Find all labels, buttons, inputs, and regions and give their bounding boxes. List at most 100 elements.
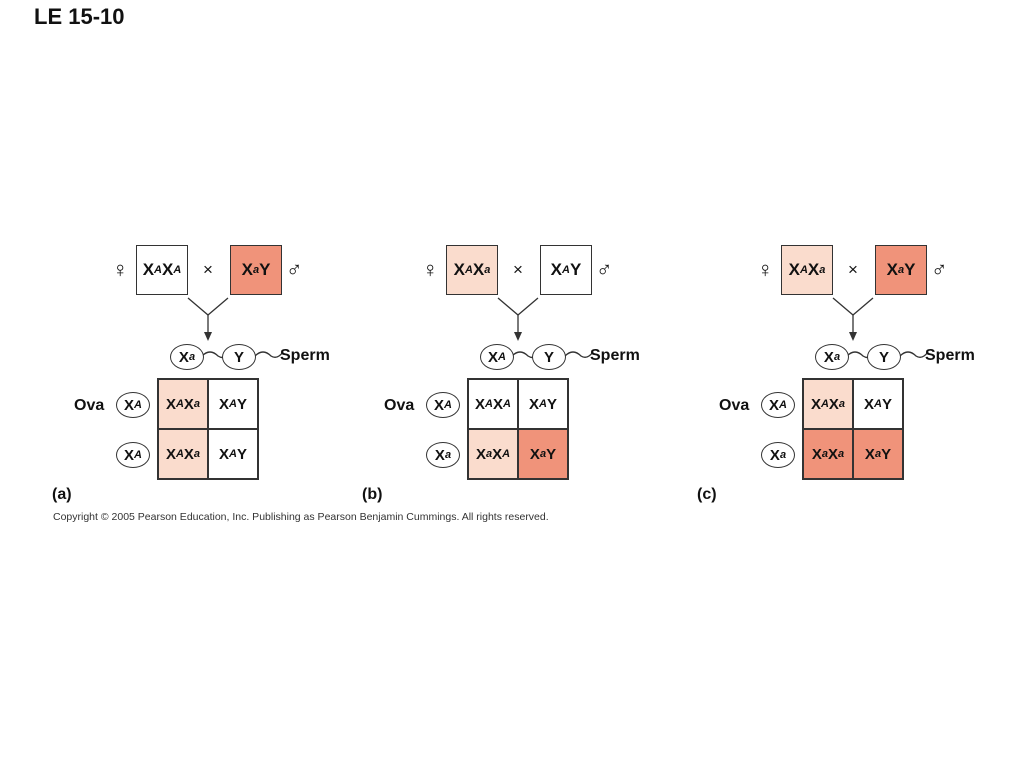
sperm-tail-2 xyxy=(564,351,594,358)
allele-base: X xyxy=(219,445,230,463)
allele-base: X xyxy=(769,396,780,414)
allele-base: Y xyxy=(543,348,554,366)
sperm-label: Sperm xyxy=(280,347,330,364)
allele-base: X xyxy=(810,395,821,413)
allele-base: Y xyxy=(878,348,889,366)
cross-v-line xyxy=(187,297,229,316)
slide-title: LE 15-10 xyxy=(34,4,125,29)
allele-base: X xyxy=(219,395,230,413)
allele-base: X xyxy=(788,260,800,279)
allele-base: Y xyxy=(546,445,557,463)
allele-base: Y xyxy=(259,260,271,279)
arrow-head-icon xyxy=(849,332,857,341)
female-symbol-icon: ♀ xyxy=(757,257,774,282)
sperm-gamete: Y xyxy=(532,344,566,370)
allele-base: X xyxy=(493,395,504,413)
panel-letter-label: (c) xyxy=(697,486,717,503)
allele-base: X xyxy=(828,395,839,413)
allele-base: X xyxy=(529,445,540,463)
male-symbol-icon: ♂ xyxy=(286,257,303,282)
female-symbol-icon: ♀ xyxy=(422,257,439,282)
ova-label: Ova xyxy=(719,397,750,414)
cross-symbol: × xyxy=(203,260,213,279)
allele-base: X xyxy=(434,446,445,464)
allele-base: X xyxy=(475,395,486,413)
cross-v-line xyxy=(497,297,539,316)
sperm-gamete: Y xyxy=(867,344,901,370)
allele-base: X xyxy=(807,260,820,279)
allele-base: Y xyxy=(569,260,582,279)
allele-base: Y xyxy=(881,395,892,413)
allele-base: X xyxy=(165,445,176,463)
panel-letter-label: (b) xyxy=(362,486,383,503)
allele-base: X xyxy=(864,395,875,413)
allele-base: Y xyxy=(546,395,557,413)
allele-base: X xyxy=(178,348,189,366)
male-symbol-icon: ♂ xyxy=(931,257,948,282)
sperm-tail-2 xyxy=(254,351,284,358)
allele-base: Y xyxy=(236,395,247,413)
allele-base: X xyxy=(769,446,780,464)
allele-base: X xyxy=(453,260,465,279)
allele-base: X xyxy=(183,395,194,413)
cross-arrow-lines xyxy=(497,297,594,359)
allele-base: X xyxy=(142,260,155,279)
allele-base: Y xyxy=(233,348,244,366)
ova-label: Ova xyxy=(74,397,105,414)
sperm-label: Sperm xyxy=(590,347,640,364)
allele-base: X xyxy=(472,260,485,279)
allele-base: X xyxy=(124,446,135,464)
allele-base: X xyxy=(183,445,194,463)
allele-base: X xyxy=(492,445,503,463)
copyright-notice: Copyright © 2005 Pearson Education, Inc.… xyxy=(53,511,549,523)
arrow-head-icon xyxy=(204,332,212,341)
allele-base: X xyxy=(124,396,135,414)
male-symbol-icon: ♂ xyxy=(596,257,613,282)
allele-base: Y xyxy=(881,445,892,463)
cross-arrow-lines xyxy=(187,297,284,359)
allele-base: X xyxy=(811,445,822,463)
allele-base: Y xyxy=(904,260,916,279)
female-symbol-icon: ♀ xyxy=(112,257,129,282)
sperm-tail-2 xyxy=(899,351,929,358)
panel-letter-label: (a) xyxy=(52,486,72,503)
ova-label: Ova xyxy=(384,397,415,414)
allele-base: X xyxy=(529,395,540,413)
allele-base: X xyxy=(864,445,875,463)
allele-base: X xyxy=(162,260,174,279)
allele-base: X xyxy=(823,348,834,366)
arrow-head-icon xyxy=(514,332,522,341)
cross-symbol: × xyxy=(848,260,858,279)
allele-base: X xyxy=(550,260,563,279)
cross-arrow-lines xyxy=(832,297,929,359)
